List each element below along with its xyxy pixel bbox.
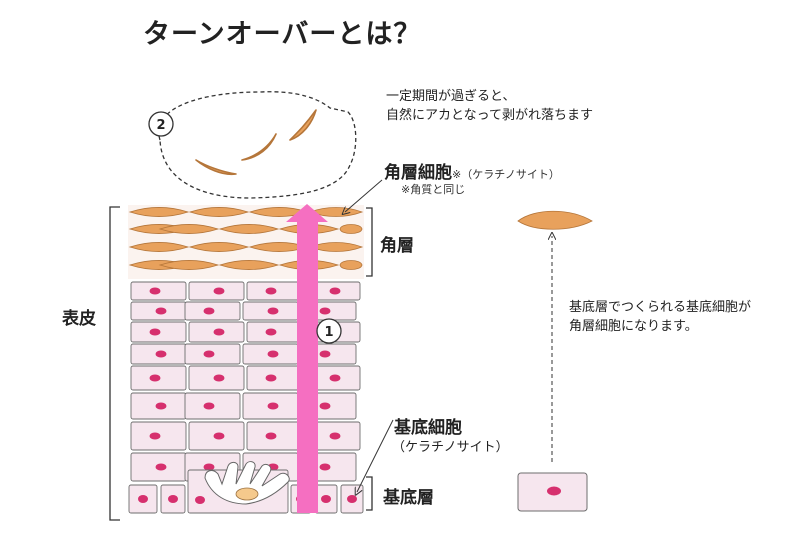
step-2-text: 2 [156, 118, 165, 133]
corneum-flake [158, 260, 220, 270]
basal-cell-nucleus [168, 495, 178, 503]
corneum-flake [308, 242, 364, 252]
epidermal-cells [130, 281, 361, 482]
corneum-flake [158, 224, 220, 234]
cell-nucleus [149, 328, 161, 336]
shed-flake-2 [241, 133, 277, 161]
side-note-line-1: 基底層でつくられる基底細胞が [569, 300, 752, 315]
corneum-flake [339, 260, 363, 270]
stratum-corneum-label: 角層 [380, 236, 414, 256]
corneum-flake [218, 260, 280, 270]
cell-nucleus [267, 402, 279, 410]
epidermis-bracket [109, 206, 120, 521]
corneum-flake [188, 242, 250, 252]
corneocyte-label: 角層細胞 [384, 163, 452, 183]
cell-nucleus [265, 374, 277, 382]
shed-flake-3 [289, 109, 317, 141]
corneum-flake [188, 207, 250, 217]
shedding-note-line-1: 一定期間が過ぎると、 [386, 89, 516, 104]
cell-nucleus [149, 287, 161, 295]
cell-nucleus [149, 374, 161, 382]
cell-nucleus [265, 287, 277, 295]
corneum-flake [128, 207, 190, 217]
cell-nucleus [329, 287, 341, 295]
cell-nucleus [329, 374, 341, 382]
dendritic-cell-nucleus [235, 487, 259, 501]
corneocyte-note: ※角質と同じ [401, 183, 466, 196]
shedding-note-line-2: 自然にアカとなって剥がれ落ちます [386, 108, 593, 123]
basal-cell-label: 基底細胞 [394, 418, 462, 438]
basal-cell-pointer [357, 419, 394, 492]
side-corneocyte [517, 210, 593, 230]
cell-nucleus [155, 463, 167, 471]
side-note: 基底層でつくられる基底細胞が 角層細胞になります。 [569, 298, 751, 336]
corneum-flake [218, 224, 280, 234]
dendritic-cell [204, 461, 290, 505]
stratum-corneum-bracket [366, 207, 373, 277]
cell-nucleus [319, 307, 331, 315]
cell-nucleus [319, 402, 331, 410]
cell-nucleus [213, 374, 225, 382]
basal-cell-nucleus [138, 495, 148, 503]
shedding-cloud [158, 91, 357, 199]
cell-nucleus [203, 307, 215, 315]
cell-nucleus [267, 307, 279, 315]
basal-layer-bracket [366, 476, 373, 511]
step-1-text: 1 [324, 325, 333, 340]
cell-nucleus [155, 307, 167, 315]
basal-cell-nucleus [195, 496, 205, 504]
cell-nucleus [213, 432, 225, 440]
cell-nucleus [265, 328, 277, 336]
shed-flakes [195, 109, 317, 176]
cell-nucleus [329, 432, 341, 440]
stratum-corneum-layers [128, 205, 364, 279]
step-1-marker [316, 318, 342, 344]
cell-nucleus [155, 350, 167, 358]
corneum-flake [128, 242, 190, 252]
basal-cell-nucleus [347, 495, 357, 503]
corneum-flake [339, 224, 363, 234]
cell-nucleus [319, 463, 331, 471]
shedding-note: 一定期間が過ぎると、 自然にアカとなって剥がれ落ちます [386, 87, 593, 125]
cell-nucleus [203, 463, 215, 471]
corneocyte-pointer [345, 179, 383, 212]
page-title: ターンオーバーとは？ [143, 19, 422, 50]
corneocyte-label-row: 角層細胞※（ケラチノサイト） [384, 158, 560, 183]
cell-nucleus [319, 350, 331, 358]
cell-nucleus [155, 402, 167, 410]
cell-nucleus [203, 350, 215, 358]
cell-nucleus [267, 350, 279, 358]
basal-cell-sub: （ケラチノサイト） [392, 440, 509, 455]
side-note-line-2: 角層細胞になります。 [569, 319, 698, 334]
side-basal-nucleus [547, 486, 561, 496]
step-2-marker [148, 111, 174, 137]
cell-nucleus [213, 287, 225, 295]
cell-nucleus [213, 328, 225, 336]
turnover-arrow [286, 204, 328, 513]
corneocyte-suffix: ※（ケラチノサイト） [452, 168, 560, 181]
cell-nucleus [265, 432, 277, 440]
shed-flake-1 [195, 159, 237, 176]
cell-nucleus [149, 432, 161, 440]
epidermis-label: 表皮 [62, 309, 96, 329]
cell-nucleus [203, 402, 215, 410]
basal-layer-label: 基底層 [383, 488, 434, 508]
basal-cell-nucleus [321, 495, 331, 503]
